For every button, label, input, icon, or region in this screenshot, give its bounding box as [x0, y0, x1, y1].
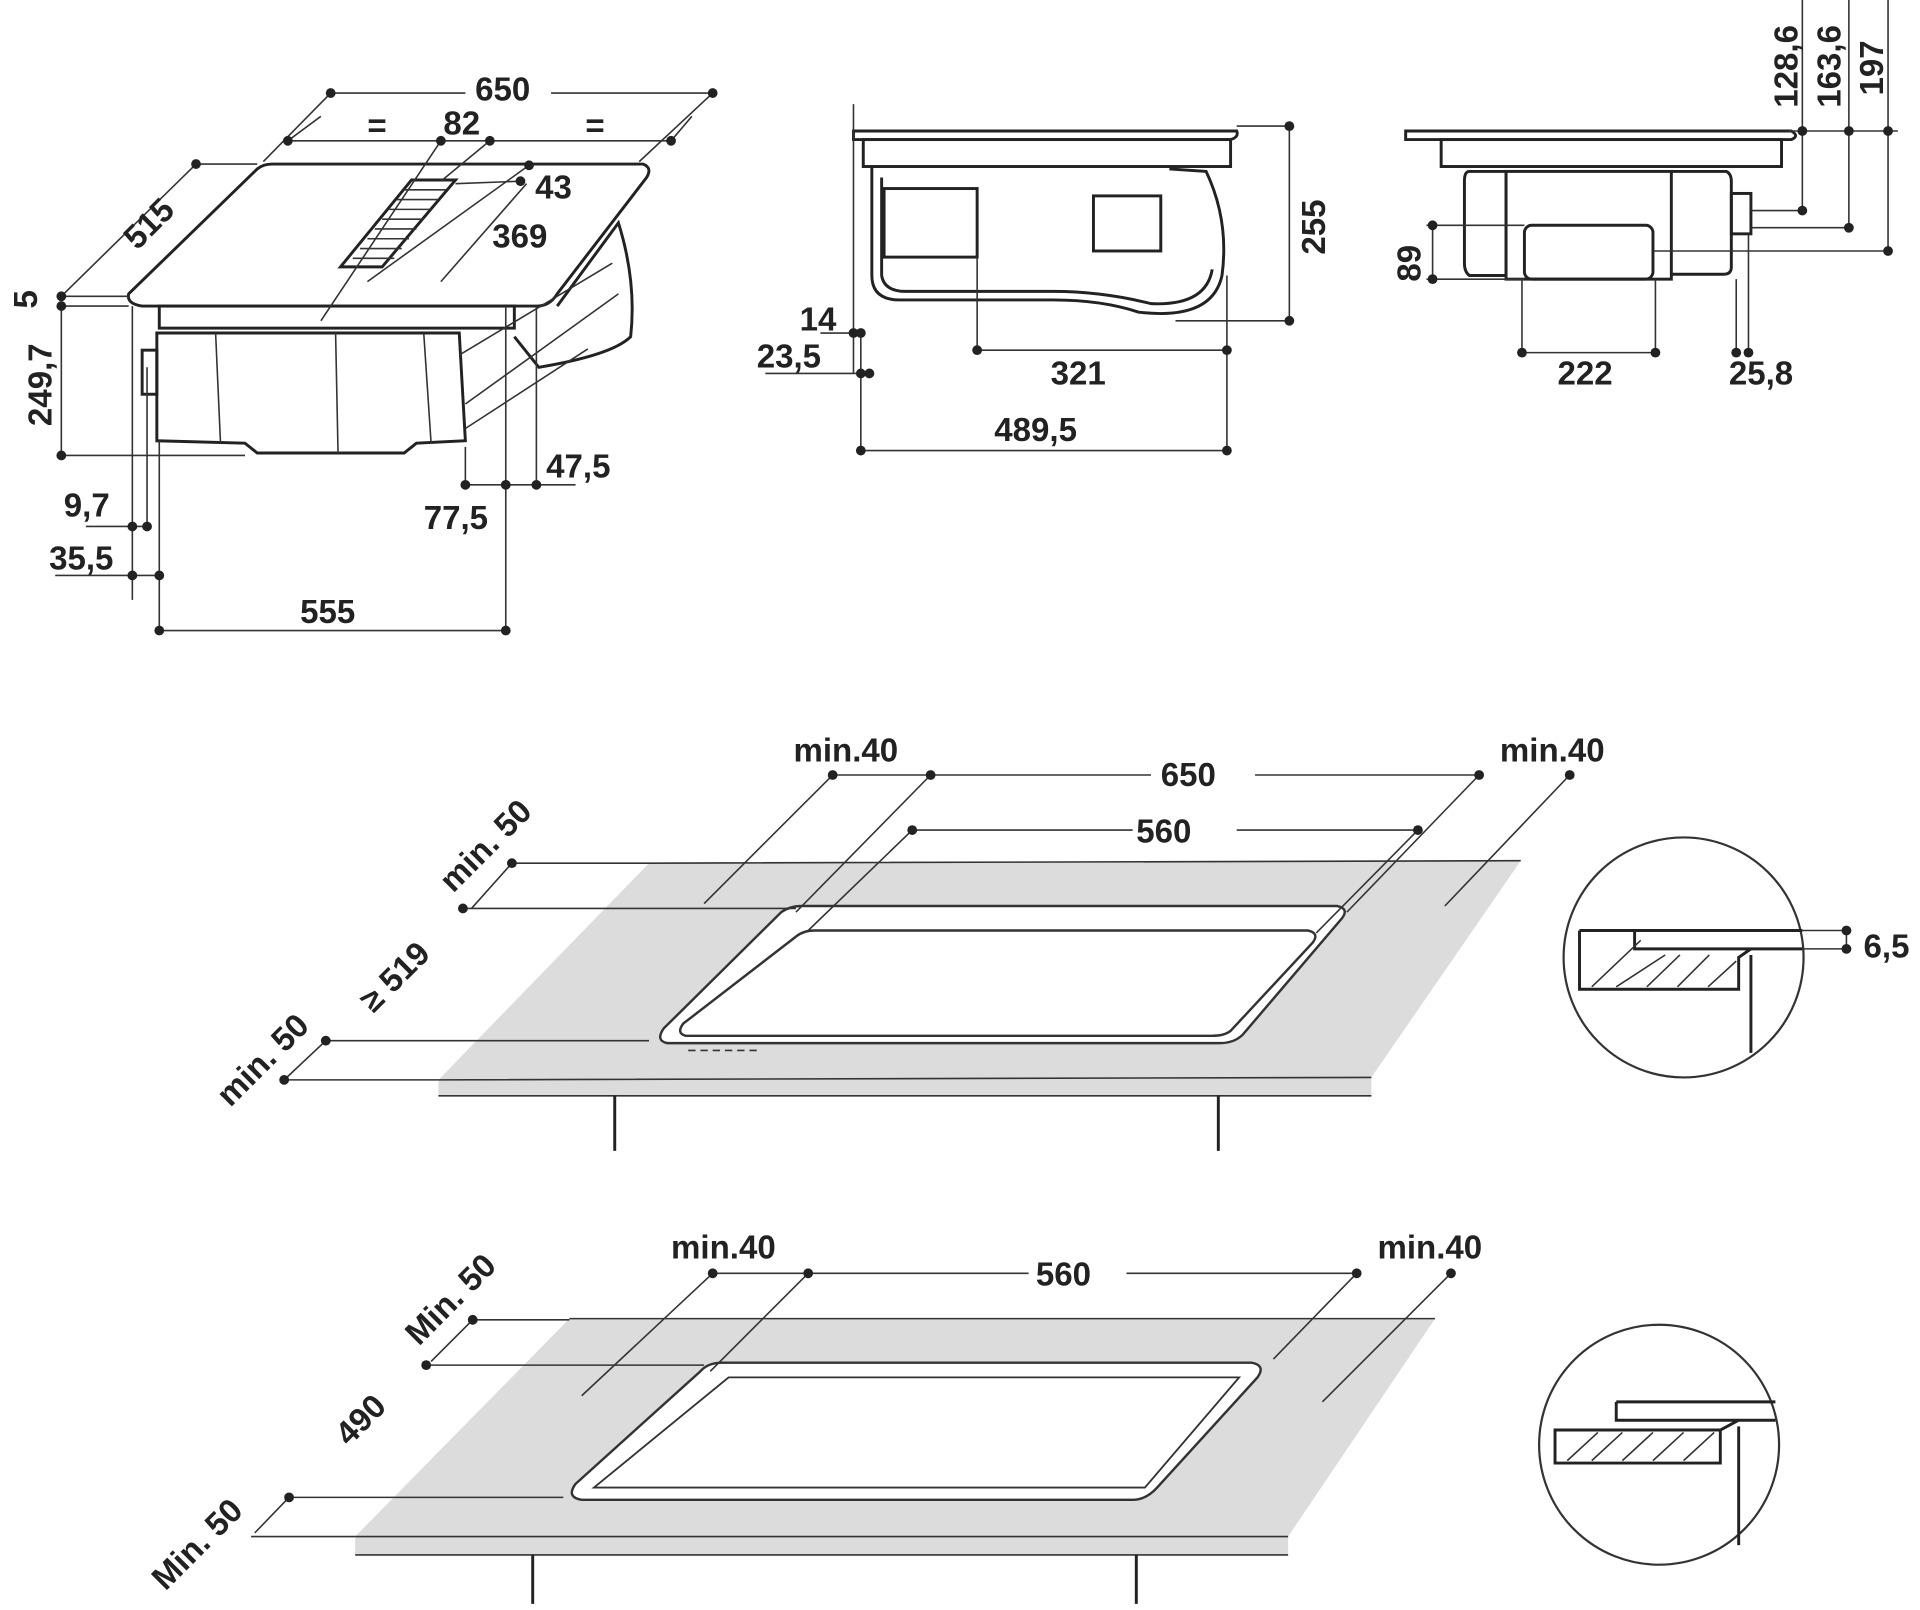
label-outer-width: 650 — [1161, 757, 1216, 794]
dim-total-height: 249,7 — [23, 343, 60, 426]
dim-rear-b: 47,5 — [546, 448, 610, 485]
dim-glass-thickness: 5 — [8, 290, 45, 308]
dim-h2: 163,6 — [1811, 25, 1848, 108]
label-min-left: min.40 — [793, 733, 898, 770]
dim-total-width: 489,5 — [994, 412, 1077, 449]
dim-eq-left: = — [367, 108, 386, 145]
hob-perspective-view: 650 = 82 = 43 369 515 5 249,7 9,7 35,5 5… — [8, 71, 718, 636]
dim-depth: 515 — [117, 191, 182, 256]
dim-h1: 128,6 — [1768, 25, 1805, 108]
hob-front-view: 128,6 163,6 197 89 222 25,8 — [1391, 0, 1898, 392]
label-cut-width: 560 — [1036, 1257, 1091, 1294]
dim-outlet-width: 222 — [1557, 355, 1612, 392]
label-cut-depth: 490 — [329, 1388, 394, 1453]
dim-offset-b: 35,5 — [49, 540, 113, 577]
label-cut-depth: ≥ 519 — [353, 935, 437, 1019]
label-min-front: min. 50 — [210, 1007, 317, 1114]
dim-top-b: 23,5 — [757, 338, 821, 375]
dim-outlet-offset: 25,8 — [1729, 355, 1793, 392]
dim-outlet-height: 89 — [1391, 245, 1428, 282]
label-min-right: min.40 — [1500, 733, 1605, 770]
dim-top-a: 14 — [800, 302, 837, 339]
hob-side-view: 255 14 23,5 321 489,5 — [757, 104, 1333, 456]
label-min-back: Min. 50 — [398, 1247, 503, 1352]
label-min-left: min.40 — [671, 1230, 776, 1267]
dim-body-depth: 555 — [300, 594, 355, 631]
label-min-front: Min. 50 — [145, 1492, 250, 1597]
label-min-right: min.40 — [1377, 1230, 1482, 1267]
dim-height: 255 — [1296, 200, 1333, 255]
dim-eq-right: = — [585, 108, 604, 145]
label-cut-width: 560 — [1136, 813, 1191, 850]
label-min-back: min. 50 — [433, 793, 540, 900]
dim-inner-width: 321 — [1051, 355, 1106, 392]
dim-width: 650 — [475, 71, 530, 108]
cutout-flush-diagram: min.40 650 min.40 560 min. 50 ≥ 519 min.… — [210, 733, 1910, 1151]
dim-offset-a: 9,7 — [64, 488, 110, 525]
dim-rear-a: 77,5 — [424, 500, 488, 537]
dim-h3: 197 — [1854, 40, 1891, 95]
dim-vent-width: 82 — [443, 106, 480, 143]
cutout-standard-diagram: min.40 560 min.40 Min. 50 490 Min. 50 — [145, 1230, 1781, 1604]
dim-vent-offset: 43 — [535, 169, 572, 206]
dim-vent-length: 369 — [492, 218, 547, 255]
label-recess-depth: 6,5 — [1864, 928, 1910, 965]
